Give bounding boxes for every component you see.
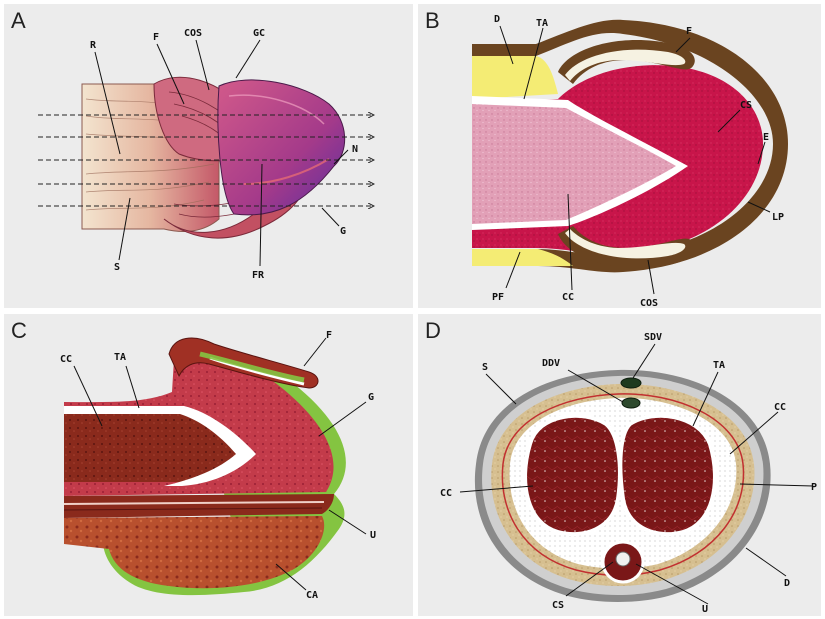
label-f: F — [153, 32, 159, 43]
label-cs: CS — [740, 100, 752, 111]
label-cos: COS — [184, 28, 202, 39]
label-e: E — [763, 132, 769, 143]
urethra-band — [64, 494, 334, 518]
panel-c: C — [4, 314, 413, 616]
label-r: R — [90, 40, 97, 51]
deep-dorsal-vein — [622, 398, 640, 408]
label-cc: CC — [60, 354, 72, 365]
label-u: U — [702, 604, 708, 615]
label-fr: FR — [252, 270, 265, 281]
label-d: D — [494, 14, 500, 25]
label-cs: CS — [552, 600, 564, 611]
label-cc-left: CC — [440, 488, 452, 499]
panel-d-illustration: DDV SDV S TA CC CC P D CS U — [418, 314, 821, 616]
label-cc-right: CC — [774, 402, 786, 413]
panel-c-illustration: CC TA F G U CA — [4, 314, 413, 616]
label-g: G — [368, 392, 374, 403]
superficial-dorsal-vein — [621, 378, 641, 388]
label-s: S — [114, 262, 120, 273]
panel-d: D — [418, 314, 821, 616]
label-n: N — [352, 144, 358, 155]
panel-a-illustration: R F COS GC N G S FR — [4, 4, 413, 308]
label-lp: LP — [772, 212, 784, 223]
label-p: P — [811, 482, 817, 493]
corpus-cavernosum-left — [525, 416, 620, 534]
label-ta: TA — [536, 18, 548, 29]
label-u: U — [370, 530, 376, 541]
label-f: F — [686, 26, 692, 37]
label-f: F — [326, 330, 332, 341]
label-ta: TA — [713, 360, 725, 371]
label-ddv: DDV — [542, 358, 560, 369]
label-cc: CC — [562, 292, 574, 303]
label-ta: TA — [114, 352, 126, 363]
label-d: D — [784, 578, 790, 589]
panel-b: B — [418, 4, 821, 308]
urethra-lumen — [616, 552, 630, 566]
corpus-cavernosum-right — [620, 416, 715, 534]
label-g: G — [340, 226, 346, 237]
label-s: S — [482, 362, 488, 373]
label-sdv: SDV — [644, 332, 662, 343]
panel-b-illustration: D TA F CS E LP PF CC COS — [418, 4, 821, 308]
fat-layer-top — [472, 56, 558, 99]
panel-a: A — [4, 4, 413, 308]
label-ca: CA — [306, 590, 318, 601]
label-gc: GC — [253, 28, 265, 39]
label-pf: PF — [492, 292, 504, 303]
label-cos: COS — [640, 298, 658, 308]
